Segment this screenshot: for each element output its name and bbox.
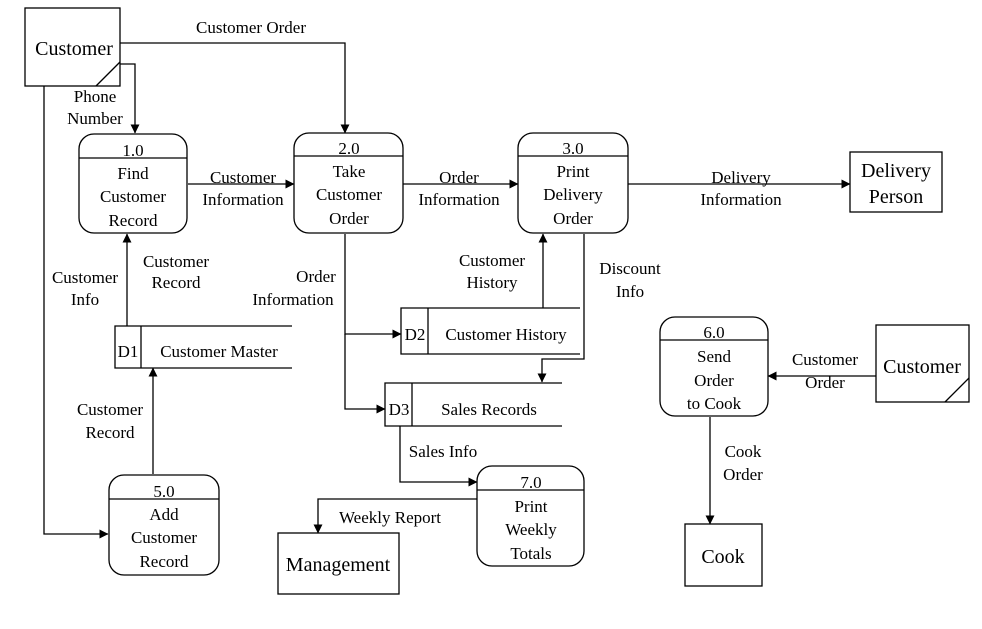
process-label: Print (514, 497, 547, 516)
entity-delivery-person: Delivery Person (849, 151, 943, 213)
process-label: Record (139, 552, 189, 571)
flow-label-discount-info: Info (616, 282, 644, 301)
flow-label-cook-order: Order (723, 465, 763, 484)
process-label: Totals (510, 544, 551, 563)
process-3-print-delivery-order: 3.0 Print Delivery Order (517, 132, 629, 234)
flow-label-delivery-information: Delivery (711, 168, 771, 187)
flow-label-customer-record: Record (151, 273, 201, 292)
entity-customer-right: Customer (875, 324, 970, 403)
store-name: Customer Master (160, 342, 278, 361)
flow-label-customer-history: History (467, 273, 519, 292)
process-label: Customer (316, 185, 382, 204)
entity-cook: Cook (684, 523, 763, 587)
process-label: Order (553, 209, 593, 228)
process-label: Record (108, 211, 158, 230)
flow-d3-to-p7 (399, 426, 478, 487)
process-7-print-weekly-totals: 7.0 Print Weekly Totals (476, 465, 585, 567)
entity-label: Cook (701, 546, 744, 568)
flow-label-customer-information: Customer (210, 168, 276, 187)
flow-customer-to-p2 (120, 42, 350, 134)
process-5-add-customer-record: 5.0 Add Customer Record (108, 474, 220, 576)
flow-label-customer-order-right: Customer (792, 350, 858, 369)
flow-label-weekly-report: Weekly Report (339, 508, 441, 527)
entity-label: Management (286, 554, 391, 576)
flow-label-customer-record-5: Record (85, 423, 135, 442)
flow-label-order-information: Order (439, 168, 479, 187)
process-label: Add (149, 505, 179, 524)
process-id: 3.0 (562, 139, 583, 158)
process-1-find-customer-record: 1.0 Find Customer Record (78, 133, 188, 234)
flow-p2-to-d2 (344, 234, 402, 339)
entity-management: Management (277, 532, 400, 595)
flow-label-sales-info: Sales Info (409, 442, 477, 461)
entity-label: Person (869, 186, 923, 208)
process-label: Take (333, 162, 366, 181)
process-label: Customer (131, 528, 197, 547)
flow-label-order-information: Information (418, 190, 500, 209)
process-label: Print (556, 162, 589, 181)
flow-label-customer-info: Customer (52, 268, 118, 287)
process-6-send-order-to-cook: 6.0 Send Order to Cook (659, 316, 769, 417)
flow-label-customer-history: Customer (459, 251, 525, 270)
store-id: D3 (389, 400, 410, 419)
process-label: Send (697, 347, 732, 366)
store-name: Customer History (445, 325, 567, 344)
entity-label: Customer (883, 356, 961, 378)
flow-labels: Customer Order Phone Number Customer Inf… (52, 18, 858, 527)
flow-label-customer-record: Customer (143, 252, 209, 271)
store-id: D2 (405, 325, 426, 344)
flow-label-order-information-down: Information (252, 290, 334, 309)
flow-p7-to-management (313, 498, 477, 534)
process-label: Customer (100, 187, 166, 206)
flow-label-customer-order-right: Order (805, 373, 845, 392)
process-id: 2.0 (338, 139, 359, 158)
store-name: Sales Records (441, 400, 537, 419)
flow-label-order-information-down: Order (296, 267, 336, 286)
flow-customer-to-p1 (118, 63, 140, 134)
flow-label-phone-number: Number (67, 109, 123, 128)
store-id: D1 (118, 342, 139, 361)
flow-label-cook-order: Cook (725, 442, 762, 461)
store-d3-sales-records: D3 Sales Records (384, 382, 562, 427)
flow-label-delivery-information: Information (700, 190, 782, 209)
process-id: 1.0 (122, 141, 143, 160)
flow-label-customer-info: Info (71, 290, 99, 309)
process-2-take-customer-order: 2.0 Take Customer Order (293, 132, 404, 234)
flow-customer-to-p5 (43, 86, 109, 539)
flow-label-phone-number: Phone (74, 87, 117, 106)
flow-lines (43, 42, 876, 539)
process-id: 5.0 (153, 482, 174, 501)
flow-p3-to-d3 (537, 234, 585, 383)
flow-label-customer-order: Customer Order (196, 18, 306, 37)
process-label: Weekly (505, 520, 557, 539)
process-label: Find (117, 164, 149, 183)
process-label: Order (329, 209, 369, 228)
process-label: Order (694, 371, 734, 390)
flow-p2-to-d3 (344, 334, 386, 414)
flow-label-customer-record-5: Customer (77, 400, 143, 419)
process-label: Delivery (543, 185, 603, 204)
flow-label-customer-information: Information (202, 190, 284, 209)
store-d1-customer-master: D1 Customer Master (114, 325, 292, 369)
flow-label-discount-info: Discount (599, 259, 661, 278)
process-id: 7.0 (520, 473, 541, 492)
process-label: to Cook (687, 394, 742, 413)
entity-label: Customer (35, 38, 113, 60)
entity-customer-left: Customer (24, 7, 121, 87)
process-id: 6.0 (703, 323, 724, 342)
store-d2-customer-history: D2 Customer History (400, 307, 580, 355)
entity-label: Delivery (861, 160, 931, 182)
